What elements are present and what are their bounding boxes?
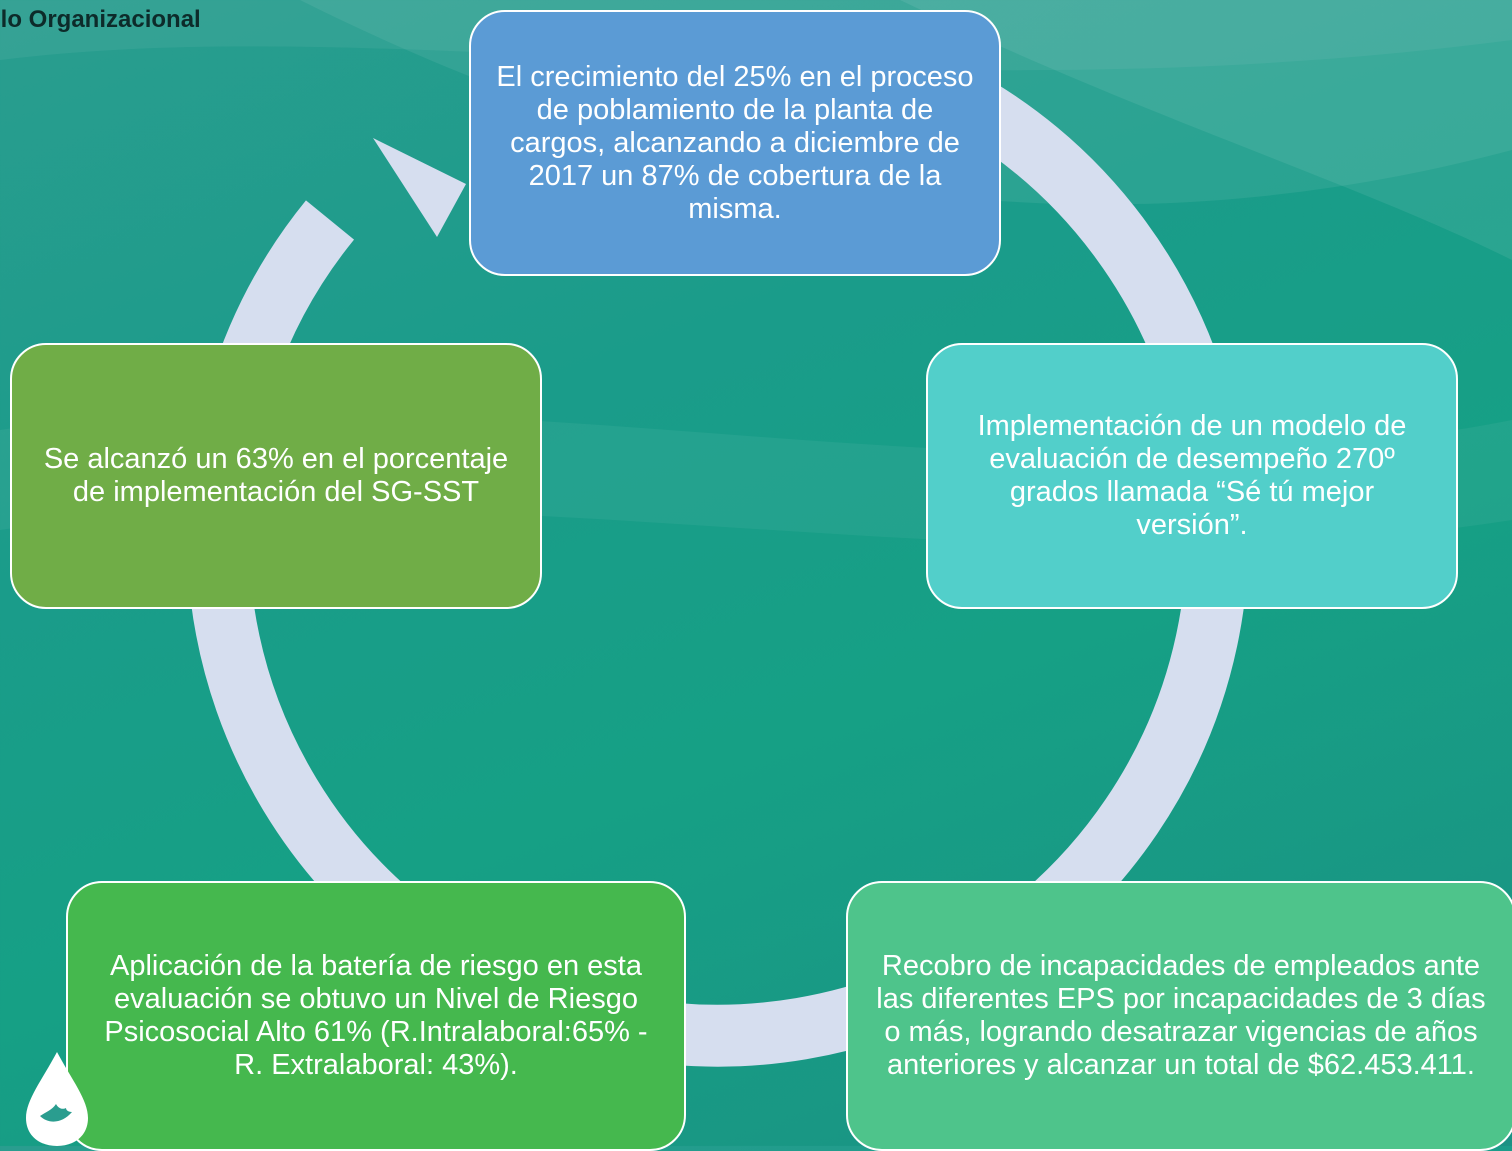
- cycle-step-3-text: Recobro de incapacidades de empleados an…: [876, 950, 1486, 1081]
- cycle-step-5: Se alcanzó un 63% en el porcentaje de im…: [10, 343, 542, 609]
- page-title: llo Organizacional: [0, 6, 201, 33]
- cycle-arrowhead: [373, 138, 466, 237]
- cycle-step-1-text: El crecimiento del 25% en el proceso de …: [496, 60, 974, 225]
- cycle-step-2: Implementación de un modelo de evaluació…: [926, 343, 1458, 609]
- cycle-step-1: El crecimiento del 25% en el proceso de …: [469, 10, 1001, 276]
- cycle-step-5-text: Se alcanzó un 63% en el porcentaje de im…: [43, 443, 509, 508]
- water-drop-bird-logo: [26, 1052, 88, 1146]
- cycle-step-3: Recobro de incapacidades de empleados an…: [846, 881, 1512, 1151]
- cycle-step-2-text: Implementación de un modelo de evaluació…: [977, 410, 1407, 541]
- cycle-step-4-text: Aplicación de la batería de riesgo en es…: [104, 950, 648, 1081]
- cycle-step-4: Aplicación de la batería de riesgo en es…: [66, 881, 686, 1151]
